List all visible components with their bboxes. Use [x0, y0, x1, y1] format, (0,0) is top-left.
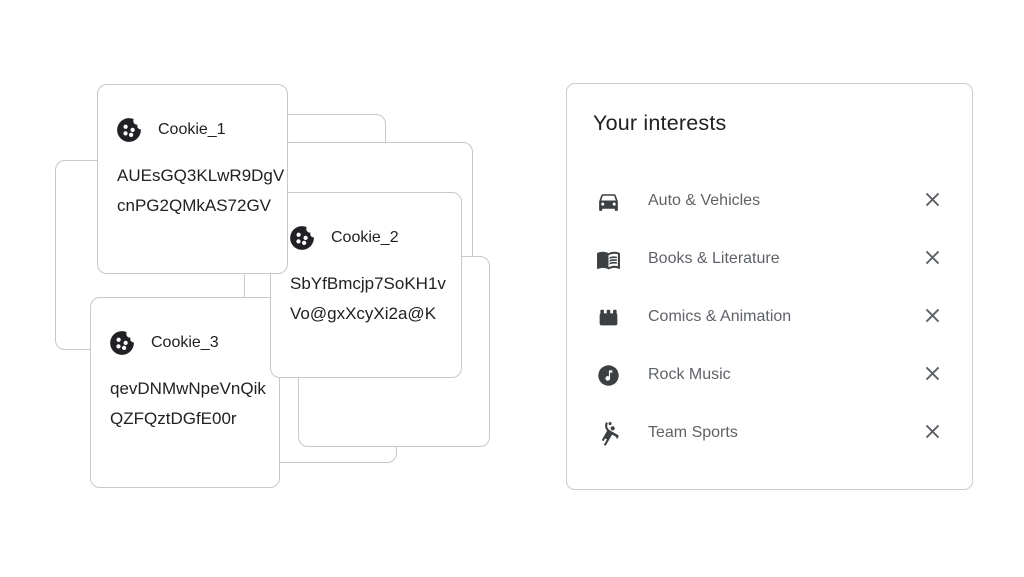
cookie-icon	[114, 115, 144, 145]
interests-panel-title: Your interests	[593, 111, 727, 135]
interest-label: Comics & Animation	[648, 308, 792, 325]
interest-label: Auto & Vehicles	[648, 192, 761, 209]
remove-interest-button[interactable]	[920, 247, 944, 271]
interest-row-auto-vehicles: Auto & Vehicles	[567, 172, 972, 230]
cookie-value-line: QZFQztDGfE00r	[110, 409, 237, 428]
interest-row-comics-animation: Comics & Animation	[567, 288, 972, 346]
remove-interest-button[interactable]	[920, 189, 944, 213]
handball-player-icon	[595, 420, 621, 446]
cookie-card-title: Cookie_1	[158, 121, 226, 138]
clapperboard-icon	[595, 304, 621, 330]
remove-interest-button[interactable]	[920, 363, 944, 387]
cookie-card-title: Cookie_2	[331, 229, 399, 246]
interest-row-team-sports: Team Sports	[567, 404, 972, 462]
cookie-value-line: Vo@gxXcyXi2a@K	[290, 304, 437, 323]
cookie-card-3: Cookie_3 qevDNMwNpeVnQik QZFQztDGfE00r	[90, 297, 280, 488]
interest-label: Team Sports	[648, 424, 738, 441]
car-icon	[595, 188, 621, 214]
interests-list: Auto & Vehicles Books & Litera	[567, 172, 972, 462]
cookie-value-line: SbYfBmcjp7SoKH1v	[290, 274, 446, 293]
remove-interest-button[interactable]	[920, 305, 944, 329]
interest-row-rock-music: Rock Music	[567, 346, 972, 404]
interest-label: Rock Music	[648, 366, 731, 383]
close-icon	[921, 246, 944, 272]
close-icon	[921, 188, 944, 214]
remove-interest-button[interactable]	[920, 421, 944, 445]
cookie-value-line: AUEsGQ3KLwR9DgV	[117, 166, 285, 185]
interest-label: Books & Literature	[648, 250, 780, 267]
cookie-icon	[287, 223, 317, 253]
cookie-value-line: cnPG2QMkAS72GV	[117, 196, 272, 215]
music-note-icon	[595, 362, 621, 388]
cookie-card-title: Cookie_3	[151, 334, 219, 351]
cookie-card-1: Cookie_1 AUEsGQ3KLwR9DgV cnPG2QMkAS72GV	[97, 84, 288, 274]
cookie-icon	[107, 328, 137, 358]
cookie-card-2: Cookie_2 SbYfBmcjp7SoKH1v Vo@gxXcyXi2a@K	[270, 192, 462, 378]
interests-panel: Your interests Auto & Vehicles	[566, 83, 973, 490]
interest-row-books-literature: Books & Literature	[567, 230, 972, 288]
cookie-value-line: qevDNMwNpeVnQik	[110, 379, 266, 398]
close-icon	[921, 420, 944, 446]
close-icon	[921, 304, 944, 330]
close-icon	[921, 362, 944, 388]
open-book-icon	[595, 246, 621, 272]
